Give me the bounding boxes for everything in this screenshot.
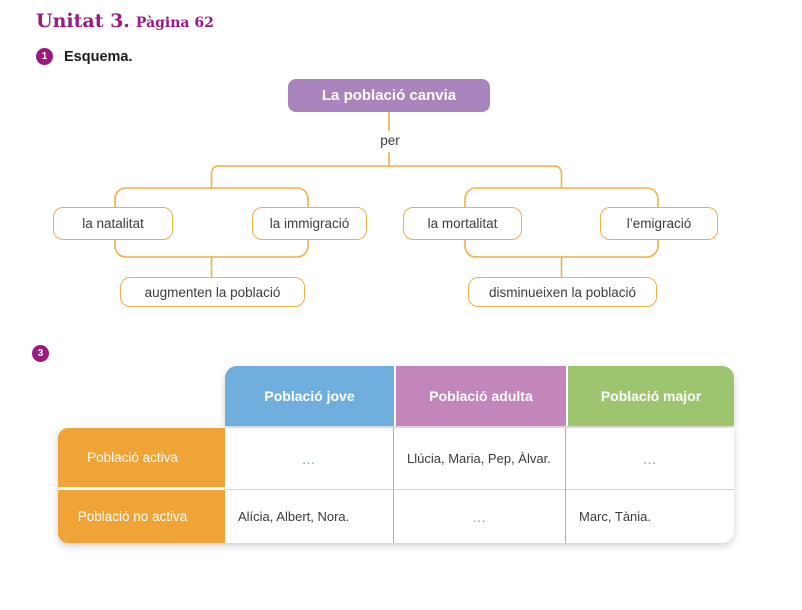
diagram-box-immigracio: la immigració (252, 207, 367, 240)
diagram-root-box: La població canvia (288, 79, 490, 112)
cell-activa-adulta: Llúcia, Maria, Pep, Àlvar. (394, 428, 566, 490)
cell-activa-jove: … (225, 428, 394, 490)
table-header-empty-cell (58, 366, 225, 426)
cell-no-activa-major: Marc, Tània. (566, 490, 734, 543)
diagram-box-natalitat: la natalitat (53, 207, 173, 240)
table-header-row: Població jove Població adulta Població m… (58, 366, 734, 426)
exercise-1-badge: 1 (36, 48, 53, 65)
population-change-diagram: La població canvia per la natalitat la i… (53, 79, 718, 307)
cell-no-activa-adulta: … (394, 490, 566, 543)
diagram-connector-label: per (380, 133, 400, 148)
row-label-no-activa: Població no activa (58, 490, 225, 543)
row-label-activa: Població activa (58, 428, 225, 490)
table-header-jove: Població jove (225, 366, 394, 426)
page-title: Unitat 3. Pàgina 62 (36, 10, 214, 32)
cell-activa-major: … (566, 428, 734, 490)
population-table: Població jove Població adulta Població m… (58, 366, 734, 543)
page-number-label: Pàgina 62 (135, 15, 214, 31)
table-header-major: Població major (566, 366, 734, 426)
diagram-box-emigracio: l’emigració (600, 207, 718, 240)
cell-no-activa-jove: Alícia, Albert, Nora. (225, 490, 394, 543)
exercise-3-badge: 3 (32, 345, 49, 362)
exercise-1-label: Esquema. (64, 49, 133, 65)
unit-title: Unitat 3. (36, 10, 130, 32)
table-header-adulta: Població adulta (394, 366, 566, 426)
diagram-box-augmenten: augmenten la població (120, 277, 305, 307)
diagram-box-disminueixen: disminueixen la població (468, 277, 657, 307)
table-body: Població activa … Llúcia, Maria, Pep, Àl… (58, 428, 734, 543)
diagram-box-mortalitat: la mortalitat (403, 207, 522, 240)
